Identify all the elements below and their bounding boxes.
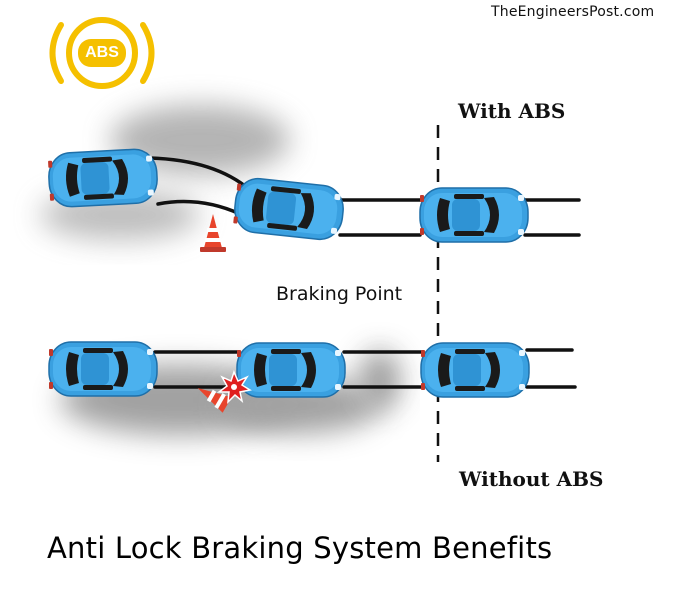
traffic-cone-icon xyxy=(200,214,226,252)
car-with-abs-swerve xyxy=(231,175,347,243)
site-watermark: TheEngineersPost.com xyxy=(491,4,655,20)
abs-warning-icon xyxy=(49,17,155,89)
without-abs-tracks xyxy=(153,348,577,389)
car-without-abs-collision xyxy=(236,342,346,398)
diagram-title: Anti Lock Braking System Benefits xyxy=(47,531,553,565)
with-abs-tracks xyxy=(148,156,581,237)
impact-burst-icon xyxy=(216,369,252,405)
car-with-abs-stopped xyxy=(419,187,529,243)
without-abs-label: Without ABS xyxy=(459,467,604,491)
braking-point-label: Braking Point xyxy=(276,283,403,305)
with-abs-label: With ABS xyxy=(458,99,566,123)
knocked-cone-icon xyxy=(197,388,232,413)
car-with-abs-start xyxy=(46,147,160,209)
car-without-abs-start xyxy=(48,341,158,397)
car-without-abs-stopped xyxy=(420,342,530,398)
abs-logo-label: ABS xyxy=(85,44,119,61)
